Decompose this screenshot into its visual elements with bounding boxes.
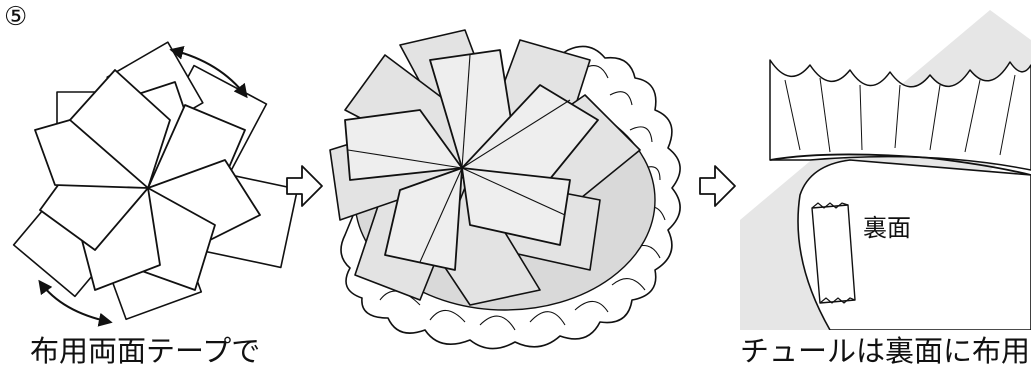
back-side-label: 裏面 [863,214,911,242]
flower-with-tulle-figure [330,30,680,349]
pinwheel-flower-figure [14,42,298,322]
instruction-diagram [0,0,1031,360]
step-number: ⑤ [4,2,27,32]
caption-left: 布用両面テープで [30,334,260,368]
step-arrow-2 [700,166,735,206]
tulle-detail-figure [740,10,1031,330]
caption-right: チュールは裏面に布用 [740,334,1030,368]
